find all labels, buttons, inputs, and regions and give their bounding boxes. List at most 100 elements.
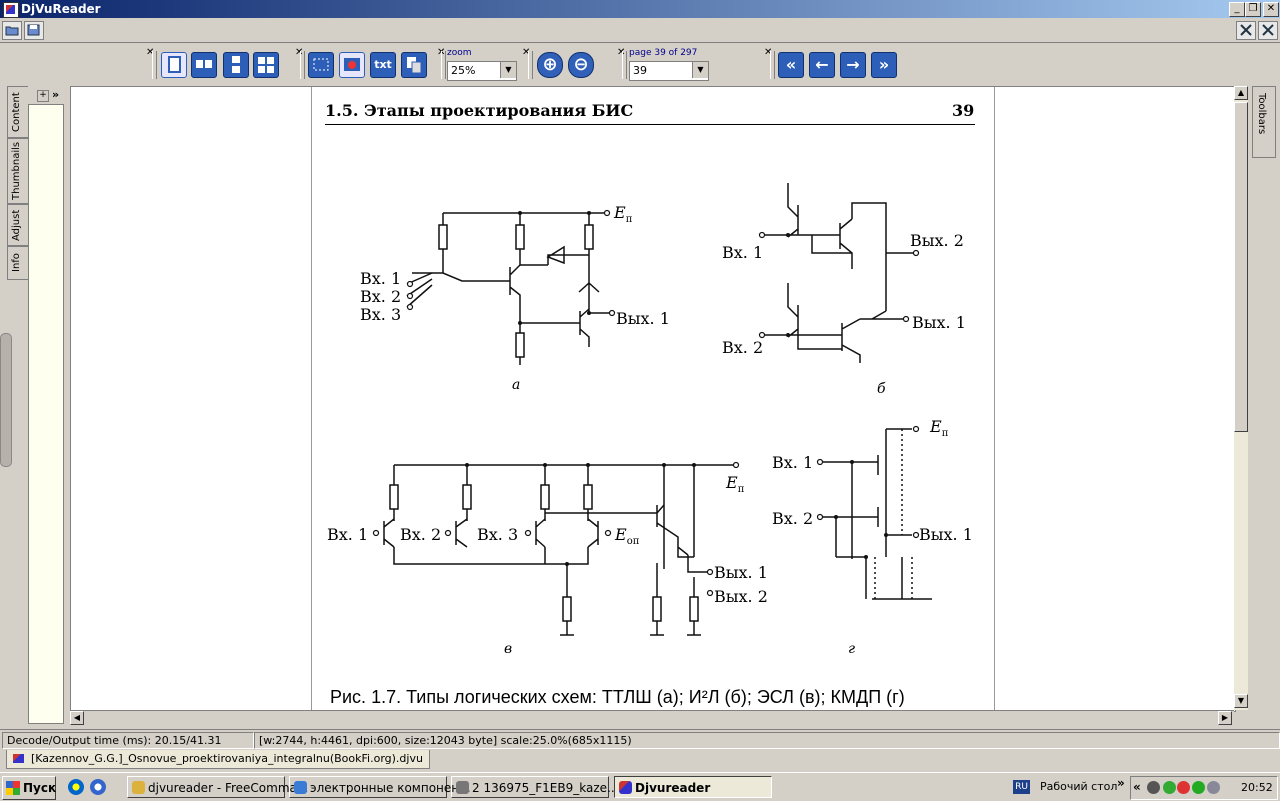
diagram-b-sublabel: б xyxy=(877,381,886,397)
diagram-a-output: Вых. 1 xyxy=(616,309,670,328)
next-page-icon: → xyxy=(846,55,860,74)
close-window-button[interactable]: ✕ xyxy=(1263,2,1279,17)
tray-expand-icon[interactable]: « xyxy=(1133,780,1141,794)
first-page-button[interactable]: « xyxy=(778,52,804,78)
browser-icon[interactable] xyxy=(90,779,106,795)
toolbar-close-icon[interactable]: ✕ xyxy=(522,47,531,58)
task-freecommander[interactable]: djvureader - FreeComma... xyxy=(127,776,308,798)
windows-logo-icon xyxy=(6,781,20,795)
diagram-b-input-1: Вх. 1 xyxy=(722,243,764,262)
diagram-v-supply: Eп xyxy=(726,473,745,496)
task-group-djvu[interactable]: 2 136975_F1EB9_kaze... xyxy=(451,776,618,798)
prev-page-button[interactable]: ← xyxy=(809,52,835,78)
volume-icon[interactable] xyxy=(1207,781,1220,794)
toolbar-grip[interactable] xyxy=(300,51,305,79)
media-player-icon[interactable] xyxy=(68,779,84,795)
diagram-v-input-1: Вх. 1 xyxy=(327,525,369,544)
minimize-button[interactable]: _ xyxy=(1229,2,1245,17)
diagram-a-supply: Eп xyxy=(614,203,633,226)
ie-icon xyxy=(294,781,307,794)
copy-button[interactable] xyxy=(401,52,427,78)
page-label: page 39 of 297 xyxy=(629,48,698,58)
save-button[interactable] xyxy=(24,21,44,40)
security-icon[interactable] xyxy=(1163,781,1176,794)
toolbar-close-icon[interactable]: ✕ xyxy=(295,47,304,58)
sidebar-splitter[interactable] xyxy=(0,333,12,467)
select-image-button[interactable] xyxy=(339,52,365,78)
network-icon[interactable] xyxy=(1147,781,1160,794)
task-djvureader[interactable]: Djvureader xyxy=(614,776,772,798)
continuous-button[interactable] xyxy=(223,52,249,78)
diagram-g-output: Вых. 1 xyxy=(919,525,973,544)
zoom-in-button[interactable]: ⊕ xyxy=(537,52,563,78)
close-app-button[interactable] xyxy=(1258,21,1278,40)
last-page-icon: » xyxy=(878,55,890,74)
scroll-thumb[interactable] xyxy=(1234,102,1248,432)
diagram-v-ref: Eоп xyxy=(615,525,640,548)
zoom-value: 25% xyxy=(451,64,476,77)
zoom-select[interactable]: 25% ▼ xyxy=(447,61,517,81)
tab-content[interactable]: Content xyxy=(7,86,29,138)
tab-toolbars[interactable]: Toolbars xyxy=(1252,86,1276,158)
task-browser[interactable]: электронные компонен... xyxy=(289,776,471,798)
language-indicator[interactable]: RU xyxy=(1013,780,1030,794)
toolbar-grip[interactable] xyxy=(770,51,775,79)
zoom-in-icon: ⊕ xyxy=(542,54,558,75)
toolbar-close-icon[interactable]: ✕ xyxy=(764,47,773,58)
restore-button[interactable]: ❐ xyxy=(1245,2,1261,17)
tab-info[interactable]: Info xyxy=(7,246,29,280)
single-page-button[interactable] xyxy=(161,52,187,78)
tab-thumbnails[interactable]: Thumbnails xyxy=(7,138,29,204)
toolbar-grip[interactable] xyxy=(622,51,627,79)
app-group-icon xyxy=(456,781,469,794)
close-icon xyxy=(1262,24,1274,36)
chevron-down-icon[interactable]: ▼ xyxy=(692,62,708,78)
diagram-a-input-2: Вх. 2 xyxy=(360,287,402,306)
tab-toolbars-label: Toolbars xyxy=(1256,93,1267,135)
tab-adjust[interactable]: Adjust xyxy=(7,204,29,246)
scroll-up-icon[interactable]: ▲ xyxy=(1234,86,1248,100)
toolbar-close-icon[interactable]: ✕ xyxy=(617,47,626,58)
figure-caption: Рис. 1.7. Типы логических схем: ТТЛШ (а)… xyxy=(330,687,905,707)
chevron-down-icon[interactable]: ▼ xyxy=(500,62,516,78)
status-bar: Decode/Output time (ms): 20.15/41.31 [w:… xyxy=(0,729,1280,750)
zoom-out-button[interactable]: ⊖ xyxy=(568,52,594,78)
facing-button[interactable] xyxy=(253,52,279,78)
select-rect-button[interactable] xyxy=(308,52,334,78)
facing-icon xyxy=(258,57,274,73)
wifi-icon[interactable] xyxy=(1192,781,1205,794)
document-viewport[interactable]: 1.5. Этапы проектирования БИС 39 xyxy=(70,86,1236,712)
toolbar-close-icon[interactable]: ✕ xyxy=(146,47,155,58)
scroll-left-icon[interactable]: ◀ xyxy=(70,711,84,725)
close-icon xyxy=(1240,24,1252,36)
toolbar-grip[interactable] xyxy=(152,51,157,79)
diagram-a-sublabel: а xyxy=(512,377,521,393)
toolbar-grip[interactable] xyxy=(528,51,533,79)
text-button[interactable]: txt xyxy=(370,52,396,78)
toolbar-grip[interactable] xyxy=(441,51,446,79)
document-tab[interactable]: [Kazennov_G.G.]_Osnovue_proektirovaniya_… xyxy=(6,750,430,769)
vertical-scrollbar[interactable]: ▲ ▼ xyxy=(1234,86,1248,710)
open-button[interactable] xyxy=(2,21,22,40)
page-number: 39 xyxy=(952,101,975,120)
opera-icon[interactable] xyxy=(1177,781,1190,794)
last-page-button[interactable]: » xyxy=(871,52,897,78)
taskbar: Пуск djvureader - FreeComma... электронн… xyxy=(0,772,1280,801)
horizontal-scrollbar[interactable]: ◀ ▶ xyxy=(70,710,1234,725)
two-page-icon xyxy=(196,60,212,68)
diagram-v-input-2: Вх. 2 xyxy=(400,525,442,544)
next-page-button[interactable]: → xyxy=(840,52,866,78)
collapse-panel-icon[interactable]: » xyxy=(52,88,60,101)
two-page-button[interactable] xyxy=(191,52,217,78)
close-doc-button[interactable] xyxy=(1236,21,1256,40)
scroll-down-icon[interactable]: ▼ xyxy=(1234,694,1248,708)
expand-icon[interactable]: + xyxy=(37,90,49,102)
scroll-right-icon[interactable]: ▶ xyxy=(1218,711,1232,725)
zoom-out-icon: ⊖ xyxy=(573,54,589,75)
side-tabs: Content Thumbnails Adjust Info xyxy=(3,86,29,296)
page-select[interactable]: 39 ▼ xyxy=(629,61,709,81)
desktop-toolbar[interactable]: Рабочий стол xyxy=(1040,780,1118,793)
toolbar-expand-icon[interactable]: » xyxy=(1117,776,1125,790)
start-button[interactable]: Пуск xyxy=(2,776,56,800)
single-page-icon xyxy=(168,56,181,73)
